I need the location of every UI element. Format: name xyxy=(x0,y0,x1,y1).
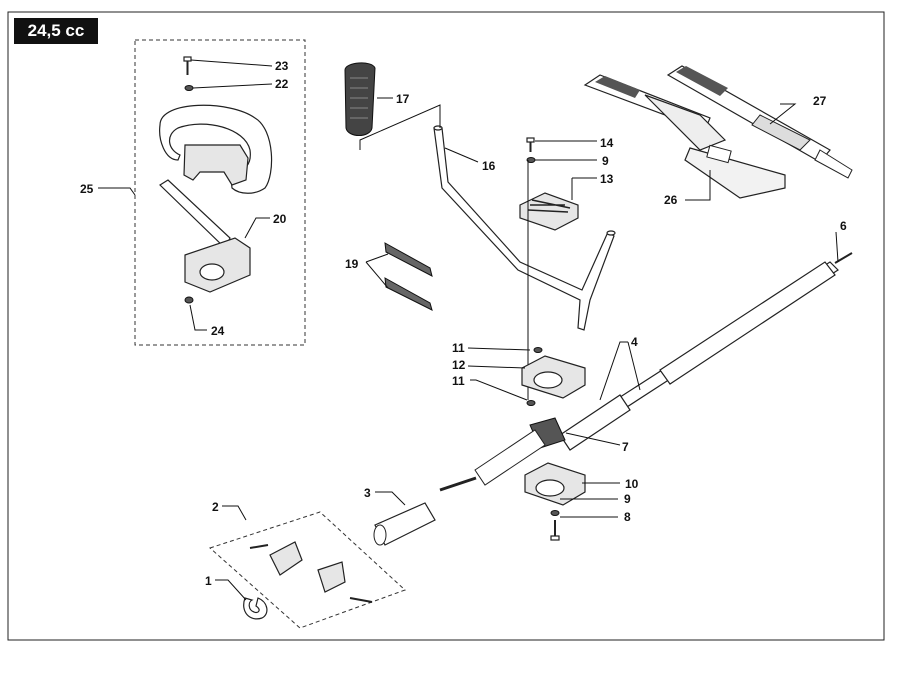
callout-22: 22 xyxy=(275,77,289,91)
nut-11-upper xyxy=(533,347,543,353)
screw-23 xyxy=(183,56,192,75)
callout-11-upper: 11 xyxy=(452,341,465,355)
grip-17 xyxy=(344,62,376,136)
nut-24 xyxy=(184,296,194,304)
nut-11-lower xyxy=(526,400,536,406)
pads-19 xyxy=(384,242,433,311)
sleeve-3 xyxy=(373,502,436,546)
callout-17: 17 xyxy=(396,92,410,106)
callout-2: 2 xyxy=(212,500,219,514)
callout-20: 20 xyxy=(273,212,287,226)
callout-1: 1 xyxy=(205,574,212,588)
callout-9-upper: 9 xyxy=(602,154,609,168)
callout-23: 23 xyxy=(275,59,289,73)
callout-24: 24 xyxy=(211,324,225,338)
screw-8 xyxy=(550,520,560,541)
drive-shaft-end xyxy=(439,476,477,492)
harness-27 xyxy=(666,65,853,179)
callout-13: 13 xyxy=(600,172,614,186)
callout-6: 6 xyxy=(840,219,847,233)
callout-25: 25 xyxy=(80,182,94,196)
kit-box-25 xyxy=(134,39,306,346)
bracket-20 xyxy=(159,179,251,293)
callout-12: 12 xyxy=(452,358,466,372)
callout-3: 3 xyxy=(364,486,371,500)
callout-7: 7 xyxy=(622,440,629,454)
callout-14: 14 xyxy=(600,136,614,150)
loop-handle xyxy=(159,104,273,194)
clamp-10 xyxy=(524,462,586,506)
washer-9-lower xyxy=(550,510,560,516)
callout-4: 4 xyxy=(631,335,638,349)
kit-box-2 xyxy=(209,511,406,629)
callout-27: 27 xyxy=(813,94,827,108)
clip-1 xyxy=(243,597,268,620)
leader-lines xyxy=(98,59,839,601)
callout-9-lower: 9 xyxy=(624,492,631,506)
harness-26 xyxy=(583,74,786,199)
callout-26: 26 xyxy=(664,193,678,207)
handlebar-16 xyxy=(433,125,616,331)
callout-11-lower: 11 xyxy=(452,374,465,388)
shaft-cover-4 xyxy=(559,261,836,451)
diagram-border xyxy=(7,11,885,641)
engine-size-badge: 24,5 cc xyxy=(14,18,98,44)
washer-22 xyxy=(184,85,194,91)
clamp-12 xyxy=(521,355,586,399)
inner-tube xyxy=(474,429,546,486)
callout-19: 19 xyxy=(345,257,359,271)
screw-14 xyxy=(526,137,535,152)
callout-10: 10 xyxy=(625,477,639,491)
clamp-13 xyxy=(519,192,579,231)
callout-16: 16 xyxy=(482,159,496,173)
brackets-2 xyxy=(249,541,373,603)
callout-8: 8 xyxy=(624,510,631,524)
